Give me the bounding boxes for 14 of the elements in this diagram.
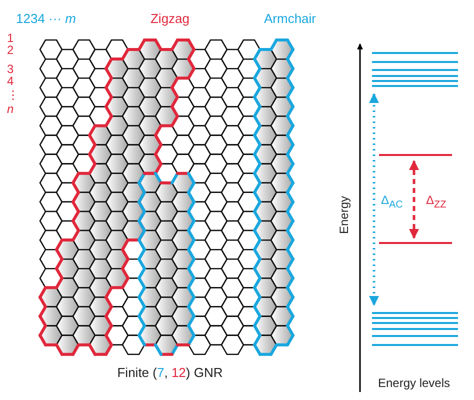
row-number: 2 — [7, 44, 14, 56]
axis-label: Energy — [338, 196, 350, 234]
edge-type-label: Zigzag — [150, 12, 190, 25]
column-numbers: 1234 ··· m — [16, 12, 76, 25]
row-number: 1 — [7, 32, 14, 44]
gap-label: Δ$_{AC}$ — [381, 194, 403, 210]
edge-type-label: Armchair — [264, 12, 316, 25]
row-number: 4 — [7, 75, 14, 87]
lattice-caption: Finite (7, 12) GNR — [117, 366, 223, 379]
gap-label: Δ$_{ZZ}$ — [426, 194, 446, 210]
row-number: n — [7, 103, 14, 115]
axis-label: Energy levels — [378, 377, 450, 389]
row-number: ⋮ — [7, 89, 19, 101]
row-number: 3 — [7, 63, 14, 75]
